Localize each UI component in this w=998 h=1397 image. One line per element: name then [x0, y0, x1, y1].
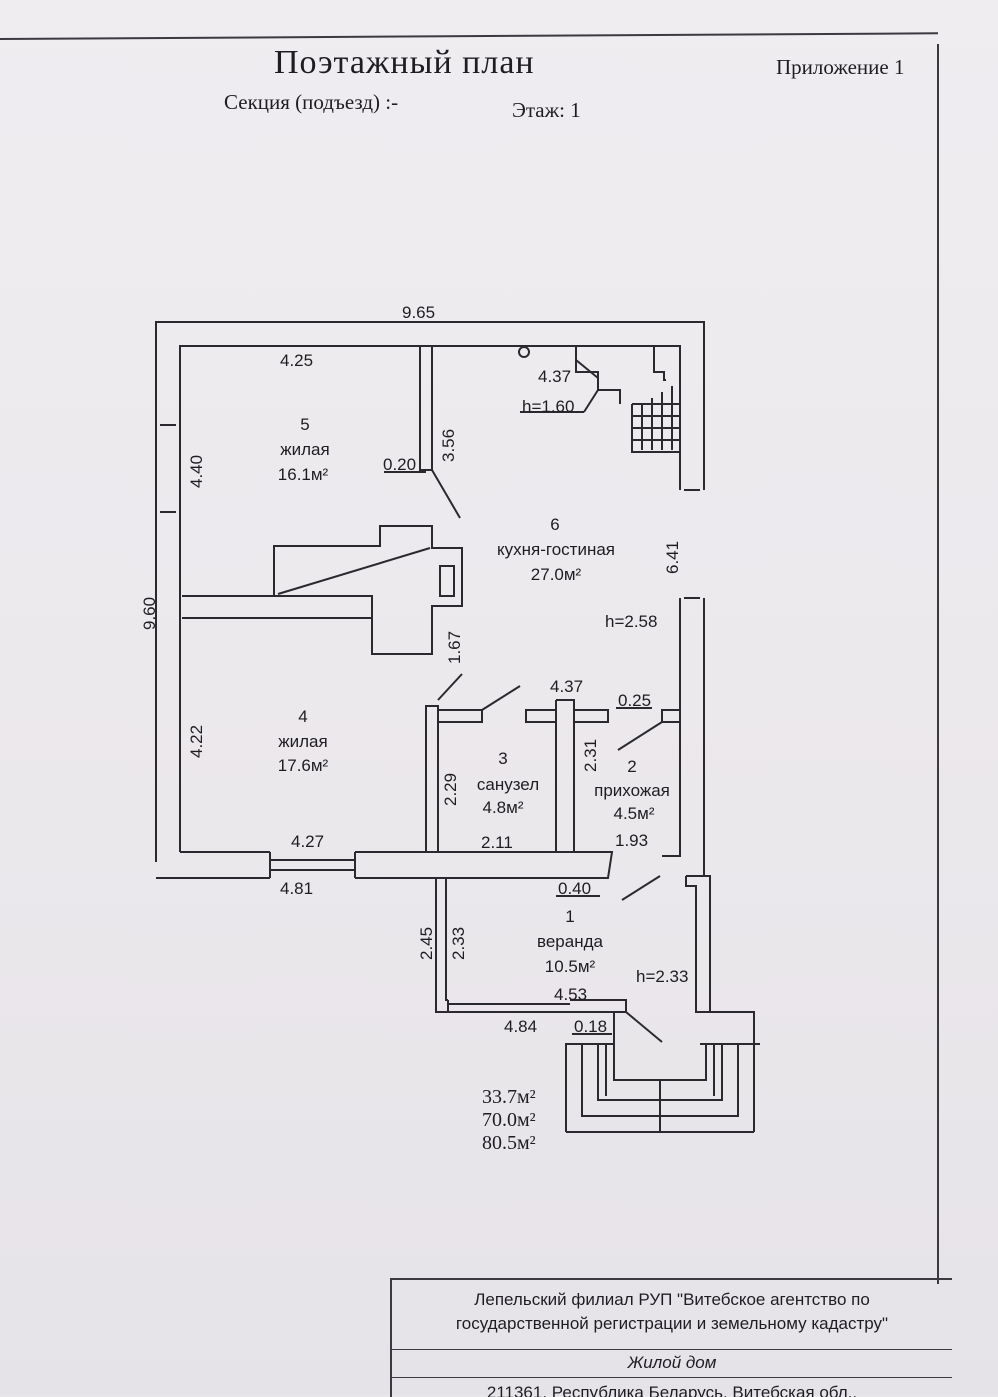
dim-r2-bottom: 1.93	[615, 831, 648, 850]
org-line-2: государственной регистрации и земельному…	[455, 1314, 889, 1333]
org-line-1: Лепельский филиал РУП "Витебское агентст…	[474, 1290, 870, 1309]
dim-mid-wall: 0.25	[618, 691, 651, 710]
room5-name: жилая	[280, 440, 329, 459]
room6-name: кухня-гостиная	[497, 540, 615, 559]
frame-right-line	[937, 44, 939, 1284]
dim-veranda-outer: 2.45	[417, 927, 436, 960]
title-block-address: 211361, Республика Беларусь, Витебская о…	[486, 1383, 858, 1397]
dim-veranda-wall: 0.40	[558, 879, 591, 898]
dim-r5-wall: 0.20	[383, 455, 416, 474]
room4-name: жилая	[278, 732, 327, 751]
dim-veranda-width: 4.53	[554, 985, 587, 1004]
title-block-org: Лепельский филиал РУП "Витебское агентст…	[392, 1280, 952, 1350]
room4-number: 4	[298, 707, 307, 726]
dim-r3-bottom: 2.11	[481, 833, 513, 852]
overall-area: 80.5м²	[482, 1132, 536, 1154]
section-label: Секция (подъезд) :-	[224, 90, 399, 114]
dim-veranda-outer-width: 4.84	[504, 1017, 537, 1036]
dim-r5-partition: 3.56	[439, 429, 458, 462]
floor-label: Этаж: 1	[512, 98, 581, 122]
room2-name: прихожая	[594, 781, 670, 800]
room1-area: 10.5м²	[545, 957, 596, 976]
dim-r3-left: 2.29	[441, 773, 460, 806]
dim-r5-left: 4.40	[187, 455, 206, 488]
title-block-object: Жилой дом	[392, 1350, 952, 1378]
room3-number: 3	[498, 749, 507, 768]
room5-area: 16.1м²	[278, 465, 329, 484]
dim-mid-width: 4.37	[550, 677, 583, 696]
room3-name: санузел	[477, 775, 539, 794]
dim-r6-top: 4.37	[538, 367, 571, 386]
dim-r3-right: 2.31	[581, 739, 600, 772]
dim-r4-left: 4.22	[187, 725, 206, 758]
dim-stair-height: h=1.60	[522, 397, 574, 416]
dim-porch-wall: 0.18	[574, 1017, 607, 1036]
appendix-label: Приложение 1	[776, 55, 905, 79]
title-block: Лепельский филиал РУП "Витебское агентст…	[390, 1278, 952, 1397]
room1-name: веранда	[537, 932, 604, 951]
dim-r4-bottom: 4.27	[291, 832, 324, 851]
dim-veranda-inner: 2.33	[449, 927, 468, 960]
room6-number: 6	[550, 515, 559, 534]
dim-corridor-wall: 1.67	[445, 631, 464, 664]
dim-outer-bottom: 4.81	[280, 879, 313, 898]
dim-ceiling-height: h=2.58	[605, 612, 657, 631]
room2-number: 2	[627, 757, 636, 776]
total-living-area: 33.7м²	[482, 1086, 536, 1108]
dim-left-height: 9.60	[140, 597, 159, 630]
room2-area: 4.5м²	[614, 804, 655, 823]
total-area: 70.0м²	[482, 1109, 536, 1131]
room3-area: 4.8м²	[483, 798, 524, 817]
dim-r5-top: 4.25	[280, 351, 313, 370]
room6-area: 27.0м²	[531, 565, 582, 584]
dim-top-width: 9.65	[402, 303, 435, 322]
dim-veranda-height: h=2.33	[636, 967, 688, 986]
room1-number: 1	[565, 907, 574, 926]
room4-area: 17.6м²	[278, 756, 329, 775]
room5-number: 5	[300, 415, 309, 434]
dim-r6-right: 6.41	[663, 541, 682, 574]
page-title: Поэтажный план	[274, 44, 535, 81]
floor-plan-drawing: 9.65 4.25 4.37 h=1.60 0.20 h=2.58 4.37 0…	[140, 303, 760, 1154]
